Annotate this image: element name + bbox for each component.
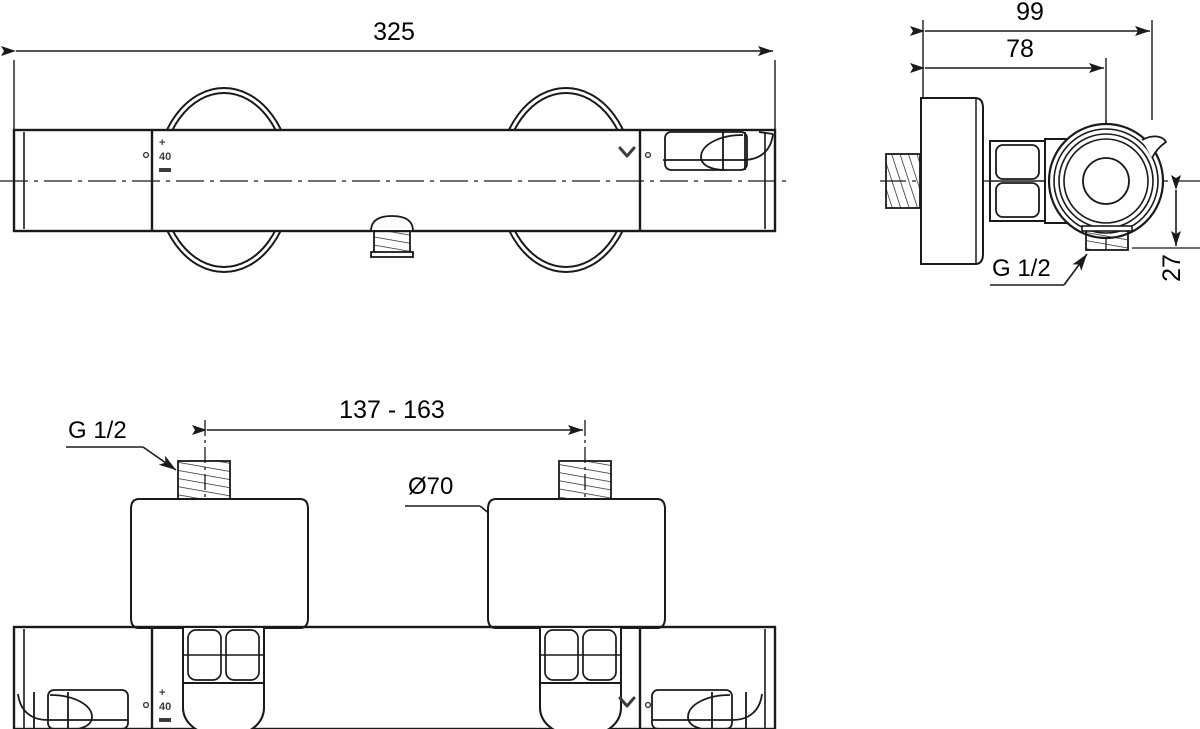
plan-handle-lever-left xyxy=(17,689,129,729)
plan-handle-lever-right xyxy=(651,689,763,729)
index-dot-right xyxy=(644,151,652,159)
plan-flow-indicator-markings xyxy=(618,696,652,709)
escutcheon-left-outline xyxy=(130,498,309,629)
elbow-tail-right-front xyxy=(539,682,622,729)
dimension-overall-length: 325 xyxy=(1,18,776,135)
inlet-thread-left xyxy=(177,460,231,500)
escutcheon-right-outline xyxy=(487,498,666,629)
plan-index-dot-left xyxy=(142,701,150,709)
union-nut xyxy=(989,140,1046,222)
shank-thread xyxy=(885,153,921,209)
plan-body-outline xyxy=(12,625,777,729)
escutcheon-right xyxy=(487,498,666,629)
callout-leader-plan xyxy=(142,446,177,471)
nut-face-lower xyxy=(995,182,1040,218)
callout-label-g-half-plan: G 1/2 xyxy=(68,417,127,444)
front-elevation-view: 325 xyxy=(0,18,790,273)
plan-temperature-40-marking: 40 xyxy=(159,701,171,713)
temperature-scale-markings: + 40 xyxy=(142,137,171,172)
callout-leader xyxy=(1063,253,1088,286)
dimension-label-27: 27 xyxy=(1158,254,1186,282)
callout-label-d70: Ø70 xyxy=(408,473,453,500)
plan-plus-marking: + xyxy=(159,687,165,699)
inlet-stud-left xyxy=(177,460,231,500)
top-plan-view: 137 - 163 G 1/2 Ø70 xyxy=(12,396,777,729)
dimension-outlet-drop: 27 xyxy=(1132,175,1200,282)
knob-knurl xyxy=(373,230,411,256)
shank-thread-body xyxy=(885,153,921,209)
round-valve-body xyxy=(1047,122,1168,240)
outlet-collar xyxy=(1081,225,1133,232)
plan-temperature-scale-markings: + 40 xyxy=(142,687,171,722)
escutcheon-left xyxy=(130,498,309,629)
diverter-knob xyxy=(370,215,414,258)
handle-lever-right xyxy=(663,131,774,171)
temperature-40-marking: 40 xyxy=(159,151,171,163)
knob-cap xyxy=(370,215,414,232)
dimension-label-99: 99 xyxy=(1016,0,1044,26)
side-section-view: 99 78 xyxy=(880,0,1200,286)
valve-tab xyxy=(1141,135,1168,159)
callout-inlet-thread: G 1/2 xyxy=(66,417,177,471)
dimension-overall-depth: 99 xyxy=(910,0,1153,120)
inlet-thread-right xyxy=(558,460,612,500)
valve-ring-4 xyxy=(1063,138,1149,224)
minus-marking xyxy=(159,168,171,172)
dimension-inlet-centres: 137 - 163 xyxy=(192,396,586,500)
plan-minus-marking xyxy=(159,718,171,722)
index-dot-left xyxy=(142,151,150,159)
inlet-stud-right xyxy=(558,460,612,500)
plan-index-dot-right xyxy=(644,701,652,709)
plan-chevron-down-icon xyxy=(618,696,636,708)
dimension-label-137-163: 137 - 163 xyxy=(339,396,445,424)
nut-face-upper xyxy=(995,144,1040,180)
callout-label-g-half-side: G 1/2 xyxy=(992,255,1051,282)
escutcheon-outline xyxy=(920,97,984,265)
flow-indicator-markings xyxy=(618,146,652,159)
dimension-label-325: 325 xyxy=(373,18,415,46)
plan-mixer-body xyxy=(12,625,777,729)
outlet-spigot xyxy=(1081,225,1133,251)
plus-marking: + xyxy=(159,137,165,149)
valve-bore xyxy=(1082,157,1130,205)
escutcheon-disc xyxy=(920,97,984,265)
knob-base xyxy=(370,251,414,258)
chevron-down-icon xyxy=(618,146,636,158)
callout-outlet-thread: G 1/2 xyxy=(990,253,1088,286)
dimension-label-78: 78 xyxy=(1006,35,1034,63)
elbow-tail-left-front xyxy=(182,682,265,729)
